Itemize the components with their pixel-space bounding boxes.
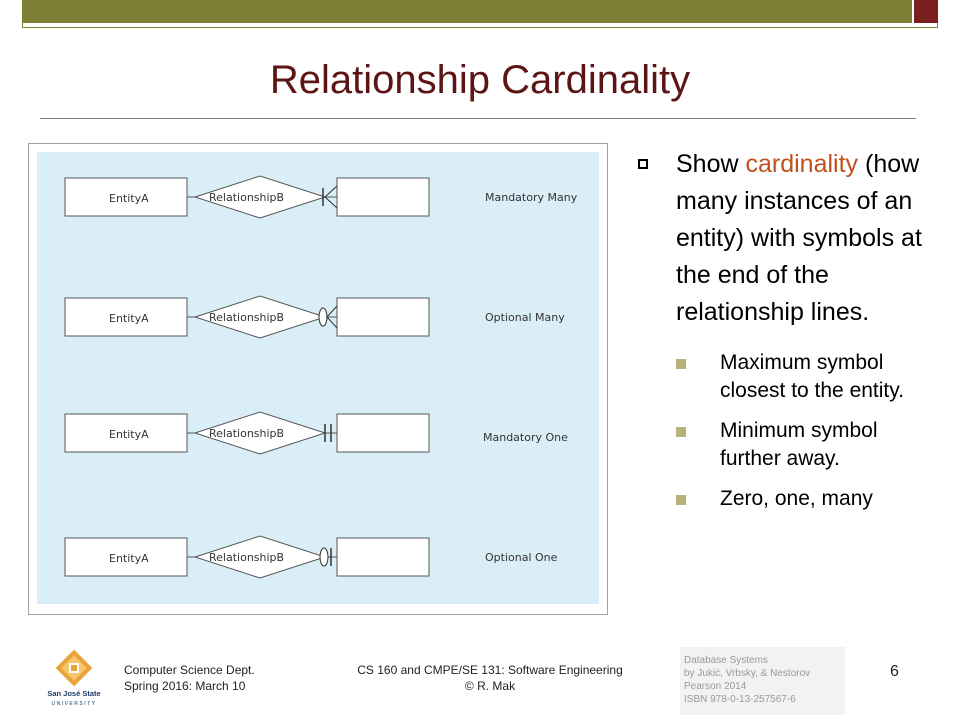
entity-label: EntityA: [109, 192, 149, 205]
entity-box: [64, 413, 188, 453]
entity-box-right: [336, 537, 430, 577]
sjsu-logo-icon: San José State UNIVERSITY: [47, 649, 101, 707]
cardinality-diagram-svg: EntityA RelationshipB Mandatory Many Ent…: [37, 152, 599, 604]
page-number: 6: [890, 663, 899, 680]
entity-box: [64, 537, 188, 577]
top-decorative-bar: [0, 0, 960, 30]
citation-line: ISBN 978-0-13-257567-6: [684, 694, 796, 705]
crowfoot-upper: [326, 305, 338, 318]
square-bullet-icon: [676, 495, 686, 505]
sub-bullet-item: Maximum symbol closest to the entity.: [676, 349, 940, 405]
main-bullet-text-pre: Show: [676, 150, 746, 178]
cardinality-label: Mandatory Many: [485, 191, 578, 204]
sjsu-logo: San José State UNIVERSITY: [42, 648, 106, 710]
footer-department: Computer Science Dept.: [124, 663, 255, 677]
entity-label: EntityA: [109, 428, 149, 441]
sub-bullet-text: Zero, one, many: [720, 487, 873, 510]
optional-circle: [319, 547, 329, 567]
main-bullet-highlight: cardinality: [745, 150, 859, 178]
footer-center: CS 160 and CMPE/SE 131: Software Enginee…: [330, 662, 650, 694]
relationship-label: RelationshipB: [209, 427, 284, 440]
crowfoot-upper: [324, 185, 338, 198]
footer-left: Computer Science Dept. Spring 2016: Marc…: [124, 662, 255, 694]
main-bullet-text-post: (how many instances of an entity) with s…: [676, 150, 922, 326]
optional-circle: [318, 307, 328, 327]
footer-course: CS 160 and CMPE/SE 131: Software Enginee…: [357, 663, 623, 677]
cardinality-diagram: EntityA RelationshipB Mandatory Many Ent…: [28, 143, 608, 615]
relationship-label: RelationshipB: [209, 311, 284, 324]
square-bullet-icon: [676, 427, 686, 437]
cardinality-label: Optional One: [485, 551, 558, 564]
hollow-square-bullet-icon: [638, 159, 648, 169]
slide-title: Relationship Cardinality: [269, 58, 691, 102]
row-optional-one: EntityA RelationshipB Optional One: [64, 535, 558, 579]
cardinality-label: Optional Many: [485, 311, 565, 324]
row-mandatory-many: EntityA RelationshipB Mandatory Many: [64, 175, 578, 219]
sub-bullet-text: Minimum symbol further away.: [720, 419, 878, 470]
entity-box: [64, 177, 188, 217]
footer-copyright: © R. Mak: [464, 679, 516, 693]
logo-text-line1: San José State: [47, 689, 100, 698]
diagram-background: [37, 152, 599, 604]
entity-label: EntityA: [109, 552, 149, 565]
footer-date: Spring 2016: March 10: [124, 679, 246, 693]
entity-box-right: [336, 297, 430, 337]
crowfoot-lower: [324, 196, 338, 209]
square-bullet-icon: [676, 359, 686, 369]
sub-bullet-item: Minimum symbol further away.: [676, 417, 940, 473]
citation-line: by Jukić, Vrbsky, & Nestorov: [684, 668, 811, 679]
cardinality-label: Mandatory One: [483, 431, 568, 444]
top-bar-olive: [22, 0, 912, 23]
sub-bullet-text: Maximum symbol closest to the entity.: [720, 351, 905, 402]
crowfoot-lower: [326, 316, 338, 329]
logo-text-line2: UNIVERSITY: [51, 701, 96, 707]
entity-label: EntityA: [109, 312, 149, 325]
sub-bullet-item: Zero, one, many: [676, 485, 940, 513]
entity-box: [64, 297, 188, 337]
main-bullet: Show cardinality (how many instances of …: [636, 146, 936, 331]
entity-box-right: [336, 177, 430, 217]
row-optional-many: EntityA RelationshipB Optional Many: [64, 295, 565, 339]
row-mandatory-one: EntityA RelationshipB Mandatory One: [64, 411, 568, 455]
entity-box-right: [336, 413, 430, 453]
relationship-label: RelationshipB: [209, 551, 284, 564]
top-bar-outline: [22, 22, 938, 28]
sub-bullet-list: Maximum symbol closest to the entity. Mi…: [636, 349, 936, 513]
title-divider: [40, 118, 916, 119]
bullet-list: Show cardinality (how many instances of …: [636, 146, 936, 525]
top-bar-maroon-square: [914, 0, 938, 23]
citation-line: Pearson 2014: [684, 681, 747, 692]
citation-line: Database Systems: [684, 655, 768, 666]
citation-box: Database Systems by Jukić, Vrbsky, & Nes…: [680, 647, 845, 715]
relationship-label: RelationshipB: [209, 191, 284, 204]
